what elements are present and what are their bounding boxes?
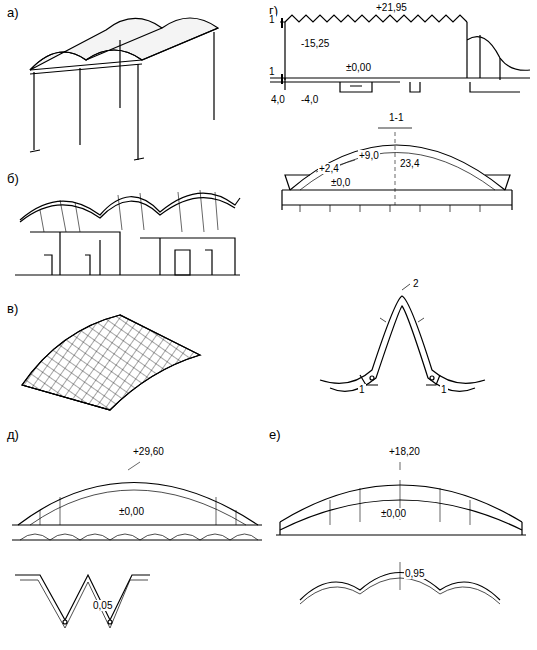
folded-roof-elevation xyxy=(270,15,530,92)
dimension-label: +2,4 xyxy=(318,163,340,174)
dimension-label: +29,60 xyxy=(132,446,165,457)
dimension-label: ±0,00 xyxy=(380,508,407,519)
lattice-vault xyxy=(22,315,200,410)
dimension-label: 1 xyxy=(268,66,276,77)
barrel-vault-perspective xyxy=(30,18,218,160)
dimension-label: 2 xyxy=(412,278,420,289)
dimension-label: -4,0 xyxy=(300,94,319,105)
wave-shell-elevation xyxy=(15,190,240,275)
dimension-label: -15,25 xyxy=(300,38,330,49)
dimension-label: +18,20 xyxy=(388,446,421,457)
dimension-label: +9,0 xyxy=(358,150,380,161)
dimension-label: 0,05 xyxy=(92,600,113,611)
dimension-label: 1 xyxy=(440,384,448,395)
figure-letter: а) xyxy=(6,6,20,20)
dimension-label: ±0,0 xyxy=(330,177,351,188)
dimension-label: 1 xyxy=(358,384,366,395)
figure-letter: в) xyxy=(6,302,19,316)
large-arch xyxy=(12,462,262,540)
figure-letter: д) xyxy=(6,428,20,442)
figure-letter: е) xyxy=(268,428,282,442)
dimension-label: 4,0 xyxy=(270,94,286,105)
wave-cross-section xyxy=(320,284,485,391)
arch-row-section xyxy=(300,562,500,604)
flat-arch xyxy=(276,462,526,535)
arch-section xyxy=(282,128,512,212)
dimension-label: ±0,00 xyxy=(118,506,145,517)
dimension-label: 1 xyxy=(268,14,276,25)
dimension-label: ±0,00 xyxy=(345,62,372,73)
dimension-label: 0,95 xyxy=(404,568,425,579)
figure-letter: б) xyxy=(6,172,20,186)
dimension-label: 23,4 xyxy=(399,158,420,169)
dimension-label: +21,95 xyxy=(375,2,408,13)
zigzag-section xyxy=(15,575,150,628)
dimension-label: 1-1 xyxy=(388,112,404,123)
